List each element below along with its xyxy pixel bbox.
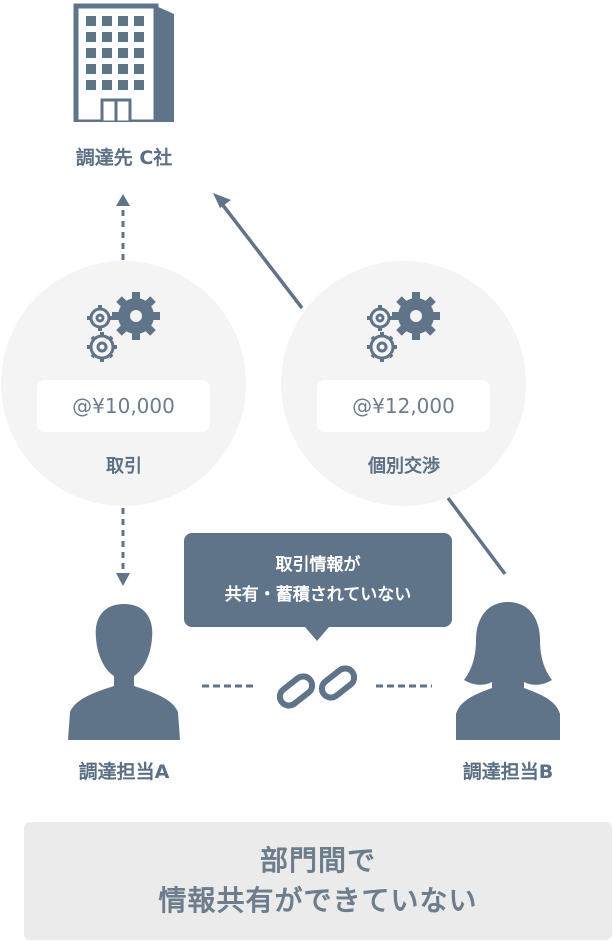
- building-icon: [72, 2, 176, 122]
- conclusion-line-1: 部門間で: [259, 844, 376, 877]
- line-to-person-b: [446, 496, 507, 576]
- conclusion-line-2: 情報共有ができていない: [158, 884, 478, 917]
- trade-price: @¥10,000: [37, 380, 210, 432]
- info-not-shared-bubble: 取引情報が 共有・蓄積されていない: [184, 533, 452, 627]
- conclusion-box: 部門間で 情報共有ができていない: [24, 822, 612, 940]
- supplier-label: 調達先 C社: [75, 147, 173, 169]
- negotiation-caption: 個別交渉: [368, 456, 440, 477]
- trade-caption: 取引: [106, 456, 142, 477]
- arrowhead-diagonal: [213, 193, 231, 208]
- person-a-label: 調達担当A: [78, 761, 170, 783]
- diagonal-arrow-to-supplier: [220, 202, 304, 310]
- gears-icon: [82, 292, 166, 364]
- gears-icon: [362, 292, 446, 364]
- link-chain-icon: [274, 660, 360, 716]
- bubble-line-1: 取引情報が: [275, 555, 361, 575]
- bubble-line-2: 共有・蓄積されていない: [224, 585, 412, 605]
- negotiation-price: @¥12,000: [317, 380, 490, 432]
- arrowhead-down: [116, 573, 130, 586]
- person-female-icon: [456, 602, 560, 740]
- person-male-icon: [68, 604, 180, 740]
- bubble-tail: [305, 627, 329, 641]
- arrowhead-up: [116, 194, 130, 206]
- person-b-label: 調達担当B: [462, 761, 554, 783]
